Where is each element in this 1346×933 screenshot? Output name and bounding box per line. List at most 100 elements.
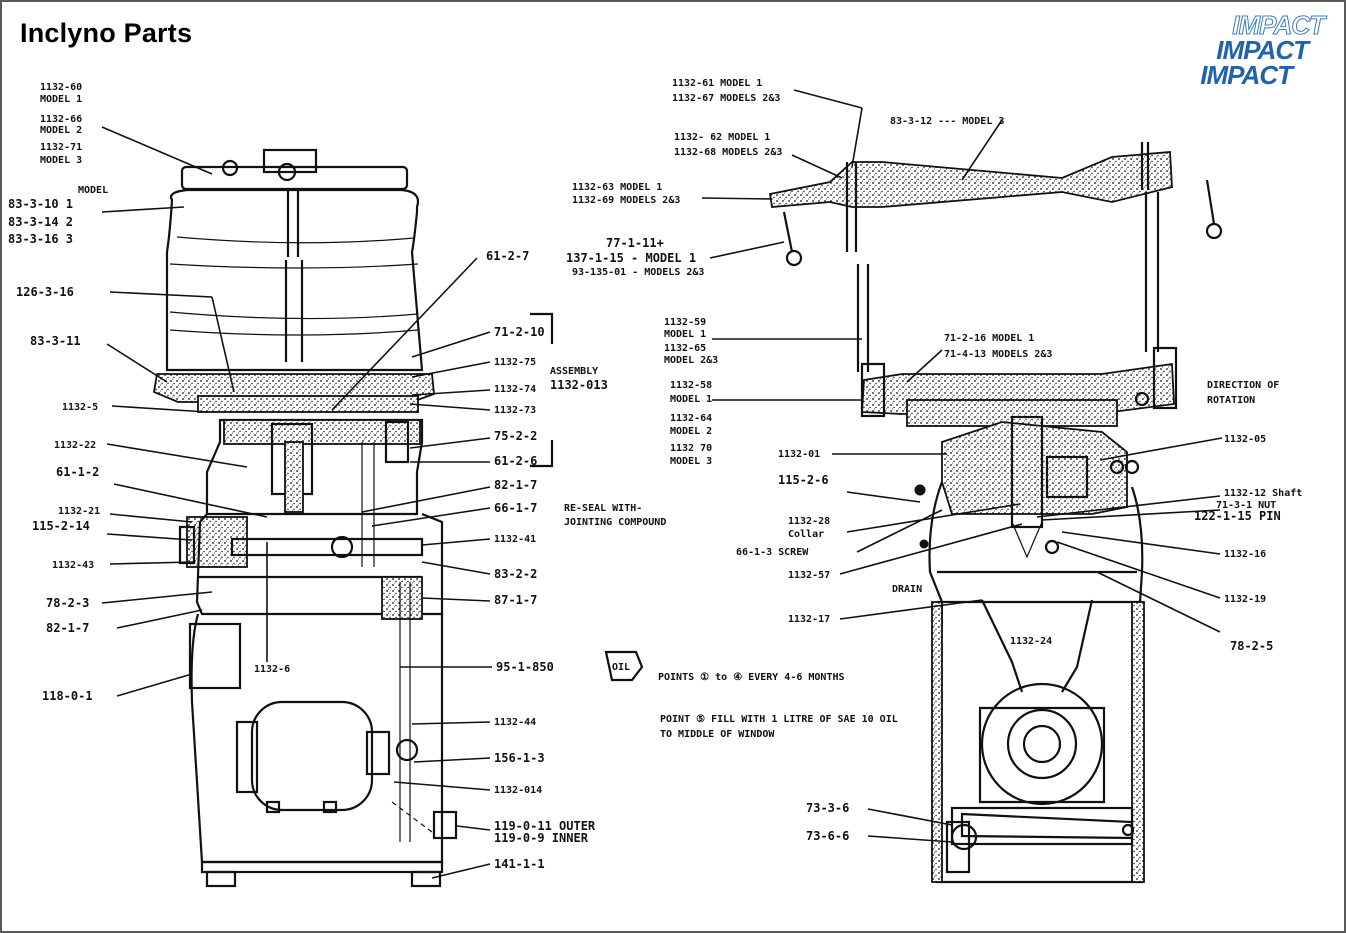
label-1132-05: 1132-05 [1224, 434, 1266, 445]
label-1132-19: 1132-19 [1224, 594, 1266, 605]
label-71-4-13: 71-4-13 MODELS 2&3 [944, 349, 1052, 360]
label-73-6-6: 73-6-6 [806, 829, 849, 843]
label-82-1-7-left: 82-1-7 [46, 621, 89, 635]
left-foot [205, 870, 237, 888]
drum-container [165, 188, 424, 372]
right-part-labels: 1132-61 MODEL 1 1132-67 MODELS 2&3 83-3-… [566, 78, 1302, 843]
label-115-2-14: 115-2-14 [32, 519, 90, 533]
label-model-3: MODEL 3 [40, 155, 82, 166]
machine-body [190, 613, 444, 864]
label-82-1-7-right: 82-1-7 [494, 478, 537, 492]
label-1132-65: 1132-65 [664, 343, 706, 354]
label-point-5-line1: POINT ⑤ FILL WITH 1 LITRE OF SAE 10 OIL [660, 714, 898, 725]
label-122-1-15: 122-1-15 PIN [1194, 509, 1281, 523]
label-115-2-6: 115-2-6 [778, 473, 829, 487]
label-78-2-5: 78-2-5 [1230, 639, 1273, 653]
clamp-hex [277, 162, 297, 182]
clamp-handle-right [1205, 179, 1216, 225]
motor-front [980, 682, 1104, 806]
label-61-2-7: 61-2-7 [486, 249, 529, 263]
label-1132-58: 1132-58 [670, 380, 712, 391]
logo-line-bottom: IMPACT [1200, 60, 1293, 90]
label-1132-28: 1132-28 [788, 516, 830, 527]
label-model-2-3-r: MODEL 2&3 [664, 355, 718, 366]
logo-line-middle: IMPACT [1216, 35, 1309, 65]
label-1132-64: 1132-64 [670, 413, 712, 424]
cross-shaft [230, 537, 424, 557]
label-direction-line1: DIRECTION OF [1207, 380, 1279, 391]
label-1132-41: 1132-41 [494, 534, 536, 545]
logo-line-outline: IMPACT [1232, 10, 1326, 40]
label-1132-01: 1132-01 [778, 449, 820, 460]
label-141-1-1: 141-1-1 [494, 857, 545, 871]
label-1132-59: 1132-59 [664, 317, 706, 328]
label-71-3-1: 71-3-1 NUT [1216, 500, 1276, 511]
label-1132-71: 1132-71 [40, 142, 82, 153]
label-drain: DRAIN [892, 584, 922, 595]
label-1132-68: 1132-68 MODELS 2&3 [674, 147, 782, 158]
label-collar: Collar [788, 529, 824, 540]
label-83-3-11: 83-3-11 [30, 334, 81, 348]
label-73-3-6: 73-3-6 [806, 801, 849, 815]
label-71-2-10: 71-2-10 [494, 325, 545, 339]
label-model-3-r: MODEL 3 [670, 456, 712, 467]
label-1132-61: 1132-61 MODEL 1 [672, 78, 762, 89]
clamp-handle-left [785, 249, 803, 267]
label-1132-63: 1132-63 MODEL 1 [572, 182, 662, 193]
label-point-5-line2: TO MIDDLE OF WINDOW [660, 729, 775, 740]
label-83-3-10: 83-3-10 1 [8, 197, 73, 211]
main-shaft [1010, 415, 1044, 529]
page-title: Inclyno Parts [20, 18, 193, 48]
label-71-2-16: 71-2-16 MODEL 1 [944, 333, 1034, 344]
motor-front-housing [978, 706, 1106, 804]
label-1132-12: 1132-12 Shaft [1224, 488, 1302, 499]
label-77-1-11: 77-1-11+ [606, 236, 664, 250]
leader-lines [101, 89, 1223, 879]
label-reseal-line1: RE-SEAL WITH- [564, 503, 642, 514]
impact-logo: IMPACT IMPACT IMPACT [1180, 12, 1330, 94]
label-83-3-16: 83-3-16 3 [8, 232, 73, 246]
label-1132-17: 1132-17 [788, 614, 830, 625]
motor-guard [188, 622, 242, 690]
gearbox-housing [205, 418, 424, 516]
middle-notes: ASSEMBLY 1132-013 RE-SEAL WITH- JOINTING… [550, 366, 898, 740]
label-1132-66: 1132-66 [40, 114, 82, 125]
label-assembly-number: 1132-013 [550, 378, 608, 392]
label-model-header: MODEL [78, 185, 108, 196]
motor [250, 700, 374, 812]
label-direction-line2: ROTATION [1207, 395, 1255, 406]
label-1132-44: 1132-44 [494, 717, 536, 728]
label-83-3-12: 83-3-12 --- MODEL 3 [890, 116, 1004, 127]
label-1132-69: 1132-69 MODELS 2&3 [572, 195, 680, 206]
top-clamp-arm [768, 151, 1173, 208]
right-foot [410, 870, 442, 888]
label-95-1-850: 95-1-850 [496, 660, 554, 674]
label-78-2-3: 78-2-3 [46, 596, 89, 610]
label-1132-75: 1132-75 [494, 357, 536, 368]
label-66-1-7: 66-1-7 [494, 501, 537, 515]
label-61-1-2: 61-1-2 [56, 465, 99, 479]
label-126-3-16: 126-3-16 [16, 285, 74, 299]
label-1132-62: 1132- 62 MODEL 1 [674, 132, 770, 143]
label-model-1-r2: MODEL 1 [670, 394, 712, 405]
label-assembly: ASSEMBLY [550, 366, 598, 377]
label-1132-57: 1132-57 [788, 570, 830, 581]
label-1132-24: 1132-24 [1010, 636, 1052, 647]
label-119-0-9: 119-0-9 INNER [494, 831, 589, 845]
label-75-2-2: 75-2-2 [494, 429, 537, 443]
label-1132-21: 1132-21 [58, 506, 100, 517]
label-119-0-11: 119-0-11 OUTER [494, 819, 596, 833]
label-61-2-6: 61-2-6 [494, 454, 537, 468]
label-137-1-15: 137-1-15 - MODEL 1 [566, 251, 696, 265]
left-machine-drawing [152, 148, 458, 888]
label-1132-16: 1132-16 [1224, 549, 1266, 560]
label-1132-014: 1132-014 [494, 785, 542, 796]
label-1132-73: 1132-73 [494, 405, 536, 416]
label-1132-22: 1132-22 [54, 440, 96, 451]
worm-housing [186, 516, 248, 568]
pulley [395, 738, 419, 762]
label-points-1-4: POINTS ① to ④ EVERY 4-6 MONTHS [658, 672, 845, 683]
label-87-1-7: 87-1-7 [494, 593, 537, 607]
